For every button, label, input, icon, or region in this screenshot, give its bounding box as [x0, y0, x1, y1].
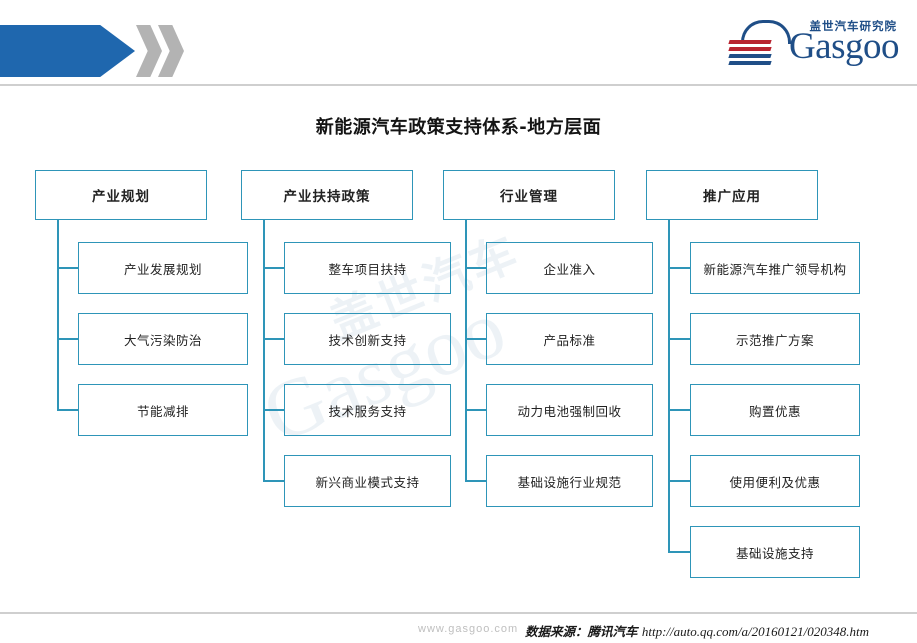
tree-child-node-4-4[interactable]: 使用便利及优惠: [690, 455, 860, 507]
tree-connector-branch-4-5: [668, 551, 690, 553]
tree-child-node-2-4[interactable]: 新兴商业模式支持: [284, 455, 451, 507]
tree-child-node-2-2[interactable]: 技术创新支持: [284, 313, 451, 365]
tree-connector-branch-1-1: [57, 267, 78, 269]
tree-connector-branch-4-1: [668, 267, 690, 269]
footer-source-url: http://auto.qq.com/a/20160121/020348.htm: [641, 624, 870, 639]
page-title: 新能源汽车政策支持体系-地方层面: [315, 117, 602, 138]
tree-connector-branch-2-3: [263, 409, 284, 411]
tree-connector-branch-1-3: [57, 409, 78, 411]
footer-source-label: 数据来源：腾讯汽车: [525, 624, 638, 639]
tree-connector-branch-4-3: [668, 409, 690, 411]
tree-child-node-3-4[interactable]: 基础设施行业规范: [486, 455, 653, 507]
tree-connector-branch-2-1: [263, 267, 284, 269]
tree-connector-trunk-4: [668, 220, 670, 552]
tree-parent-node-3[interactable]: 行业管理: [443, 170, 615, 220]
logo-wordmark: Gasgoo: [788, 26, 900, 67]
tree-connector-branch-4-2: [668, 338, 690, 340]
footer-source: 数据来源：腾讯汽车 http://auto.qq.com/a/20160121/…: [525, 621, 869, 640]
tree-child-node-4-5[interactable]: 基础设施支持: [690, 526, 860, 578]
tree-connector-branch-1-2: [57, 338, 78, 340]
header-divider: [0, 84, 917, 86]
tree-connector-branch-3-2: [465, 338, 486, 340]
tree-child-node-1-1[interactable]: 产业发展规划: [78, 242, 248, 294]
tree-connector-trunk-1: [57, 220, 59, 410]
tree-connector-branch-2-2: [263, 338, 284, 340]
tree-connector-trunk-3: [465, 220, 467, 481]
tree-connector-branch-3-3: [465, 409, 486, 411]
tree-parent-node-4[interactable]: 推广应用: [646, 170, 818, 220]
tree-parent-node-1[interactable]: 产业规划: [35, 170, 207, 220]
tree-connector-branch-3-1: [465, 267, 486, 269]
tree-child-node-4-1[interactable]: 新能源汽车推广领导机构: [690, 242, 860, 294]
tree-parent-node-2[interactable]: 产业扶持政策: [241, 170, 413, 220]
tree-child-node-1-3[interactable]: 节能减排: [78, 384, 248, 436]
tree-connector-branch-4-4: [668, 480, 690, 482]
page-header: 盖世汽车研究院 Gasgoo: [0, 0, 917, 86]
tree-child-node-3-3[interactable]: 动力电池强制回收: [486, 384, 653, 436]
tree-connector-trunk-2: [263, 220, 265, 481]
footer-site-url: www.gasgoo.com: [418, 623, 519, 635]
tree-child-node-4-3[interactable]: 购置优惠: [690, 384, 860, 436]
footer-divider: [0, 612, 917, 614]
tree-child-node-2-1[interactable]: 整车项目扶持: [284, 242, 451, 294]
tree-child-node-1-2[interactable]: 大气污染防治: [78, 313, 248, 365]
tree-child-node-3-1[interactable]: 企业准入: [486, 242, 653, 294]
logo-chinese-text: 盖世汽车研究院: [809, 19, 897, 33]
gasgoo-logo: 盖世汽车研究院 Gasgoo: [727, 16, 900, 74]
tree-connector-branch-3-4: [465, 480, 486, 482]
tree-connector-branch-2-4: [263, 480, 284, 482]
tree-child-node-3-2[interactable]: 产品标准: [486, 313, 653, 365]
tree-child-node-4-2[interactable]: 示范推广方案: [690, 313, 860, 365]
tree-child-node-2-3[interactable]: 技术服务支持: [284, 384, 451, 436]
